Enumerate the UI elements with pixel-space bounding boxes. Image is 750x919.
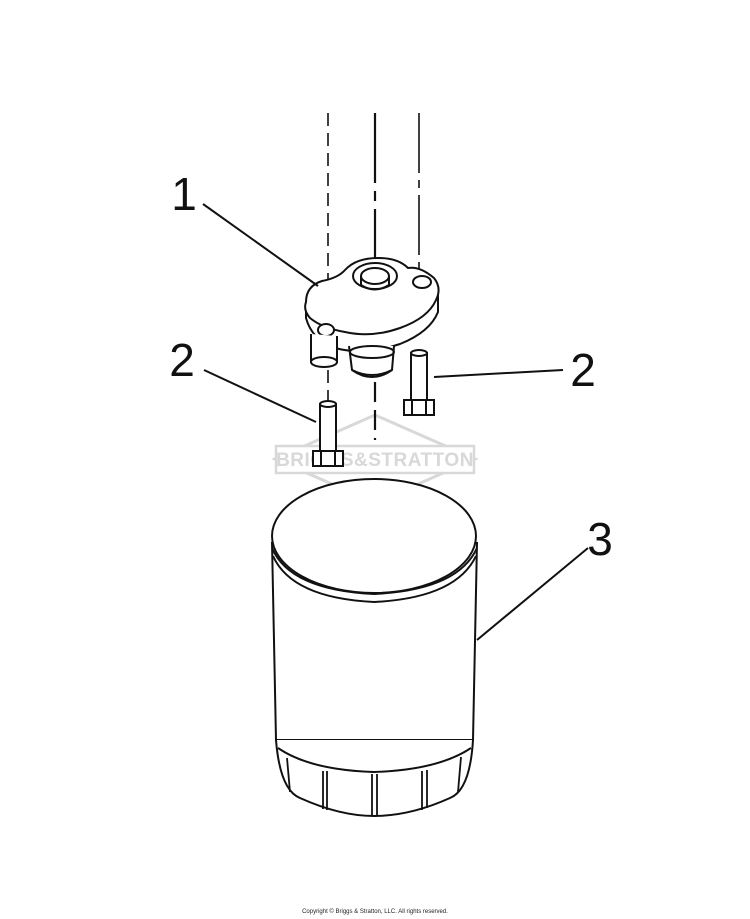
callout-3: 3 <box>587 513 613 565</box>
callout-2-right: 2 <box>570 344 596 396</box>
bolt-right <box>403 349 435 416</box>
filter-adapter <box>304 257 440 378</box>
callout-2-left: 2 <box>169 334 195 386</box>
callout-1: 1 <box>171 168 197 220</box>
leader-lines <box>202 203 589 641</box>
bolt-left <box>312 400 344 467</box>
copyright-notice: Copyright © Briggs & Stratton, LLC. All … <box>302 909 448 915</box>
watermark-text: BRIGGS&STRATTON <box>276 450 474 471</box>
oil-filter <box>271 478 478 817</box>
